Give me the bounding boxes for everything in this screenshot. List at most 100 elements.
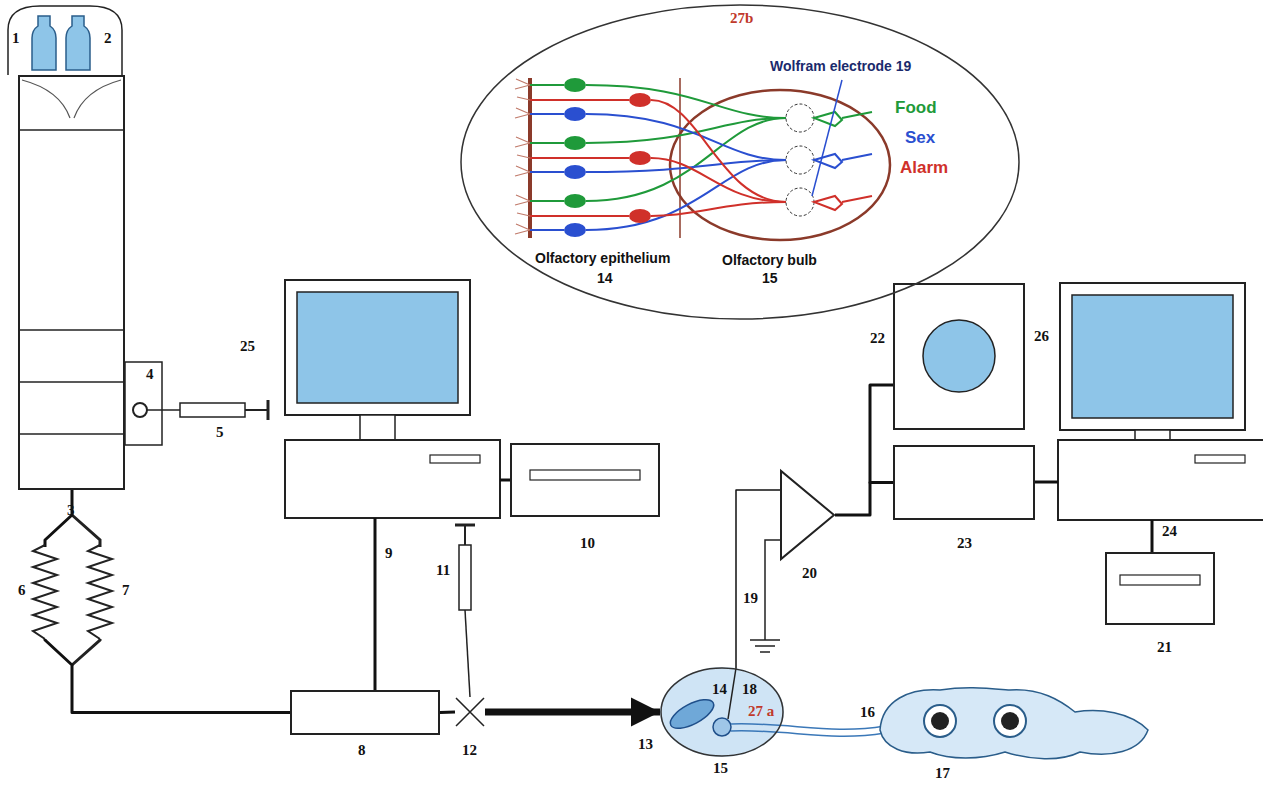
connector — [500, 479, 510, 482]
syringe-plunger — [455, 524, 475, 527]
drive-slot — [430, 455, 480, 463]
node-label: 3 — [67, 502, 75, 519]
node-label: 23 — [957, 535, 972, 552]
brain — [880, 688, 1148, 759]
syringe-barrel — [459, 545, 471, 610]
node-label: 22 — [870, 330, 885, 347]
funnel-lines — [22, 80, 121, 118]
valve-outline — [456, 698, 484, 726]
injection-port — [125, 362, 162, 445]
syringe-plunger — [267, 400, 270, 420]
pathway-label: Alarm — [900, 158, 948, 178]
olfactory-tract — [731, 724, 885, 736]
connector — [736, 490, 780, 668]
callout-number: 16 — [860, 704, 875, 721]
drive-slot — [530, 470, 640, 480]
syringe-plunger — [245, 409, 268, 411]
callout-number: 17 — [935, 765, 950, 782]
drive-box: 10 — [510, 443, 660, 517]
screen — [297, 292, 458, 403]
monitor — [1060, 283, 1245, 430]
node-label: 8 — [358, 742, 366, 759]
rack-shelf — [18, 433, 125, 435]
syringe-plunger — [464, 525, 466, 545]
callout-number: 14 — [597, 270, 613, 286]
drive-box: 21 — [1105, 552, 1215, 625]
drive-slot — [1120, 575, 1200, 585]
connector — [835, 483, 893, 516]
node-label: 21 — [1157, 639, 1172, 656]
brain-lobe — [994, 705, 1026, 737]
mixing-coil — [88, 545, 112, 639]
bottle-holder — [8, 6, 122, 75]
ellipse-outline — [461, 5, 1019, 319]
olfactory-bulb — [713, 718, 731, 736]
screen — [1072, 295, 1233, 418]
scope-screen — [923, 320, 995, 392]
callout-number: 2 — [104, 30, 112, 47]
bottle — [66, 16, 90, 70]
callout-number: 15 — [713, 760, 728, 777]
ellipse-outline — [661, 668, 783, 756]
needle — [465, 610, 470, 697]
olfactory-pathway-illustration — [515, 78, 890, 240]
arrowhead — [631, 698, 660, 727]
shape-outline — [780, 470, 835, 560]
connector — [440, 711, 455, 715]
coil-ground — [31, 547, 59, 639]
shape-outline — [455, 697, 485, 727]
connector — [870, 385, 893, 483]
structure-label: Olfactory bulb — [722, 252, 817, 268]
computer: 25 — [285, 280, 500, 518]
coil-ground — [86, 547, 114, 639]
connector — [1035, 481, 1058, 484]
node-label: 27b — [730, 10, 753, 27]
computer: 26 — [1058, 283, 1263, 520]
connector — [45, 490, 290, 713]
drive-slot — [1195, 455, 1245, 463]
pump-box: 8 — [290, 690, 440, 735]
node-label: 25 — [240, 338, 255, 355]
rack-shelf — [18, 381, 125, 383]
electrode-label: Wolfram electrode 19 — [770, 58, 911, 74]
brain-lobe — [931, 712, 949, 730]
pathway-label: Food — [895, 98, 937, 118]
callout-number: 1 — [12, 30, 20, 47]
ground-wire — [765, 540, 780, 640]
triangle-outline — [781, 471, 834, 559]
callout-number: 5 — [216, 424, 224, 441]
node-label: 12 — [462, 742, 477, 759]
preparation-ellipse: 27 a — [660, 667, 784, 757]
preparation-ground — [660, 667, 784, 757]
electrode-tip — [728, 668, 736, 719]
ground-symbol — [750, 640, 780, 652]
syringe-barrel — [180, 403, 245, 417]
monitor — [285, 280, 470, 415]
computer-tower — [1058, 440, 1263, 520]
bottle — [32, 16, 56, 70]
olfactory-rosette — [666, 694, 718, 734]
callout-number: 9 — [383, 545, 395, 562]
port-hole — [133, 403, 147, 417]
node-label: 10 — [580, 535, 595, 552]
brain-lobe — [924, 705, 956, 737]
rack-shelf — [18, 129, 125, 131]
mixing-coil — [33, 545, 57, 639]
callout-number: 13 — [638, 736, 653, 753]
callout-number: 11 — [436, 562, 450, 579]
structure-label: Olfactory epithelium — [535, 250, 670, 266]
brain-lobe — [1001, 712, 1019, 730]
callout-number: 4 — [146, 366, 154, 383]
callout-number: 18 — [742, 681, 757, 698]
rack-shelf — [18, 329, 125, 331]
callout-number: 19 — [741, 590, 760, 607]
connector — [374, 518, 377, 690]
callout-number: 7 — [122, 582, 130, 599]
callout-number: 6 — [18, 582, 26, 599]
computer-tower — [285, 440, 500, 518]
connector — [1151, 520, 1154, 552]
pathway-label: Sex — [905, 128, 935, 148]
